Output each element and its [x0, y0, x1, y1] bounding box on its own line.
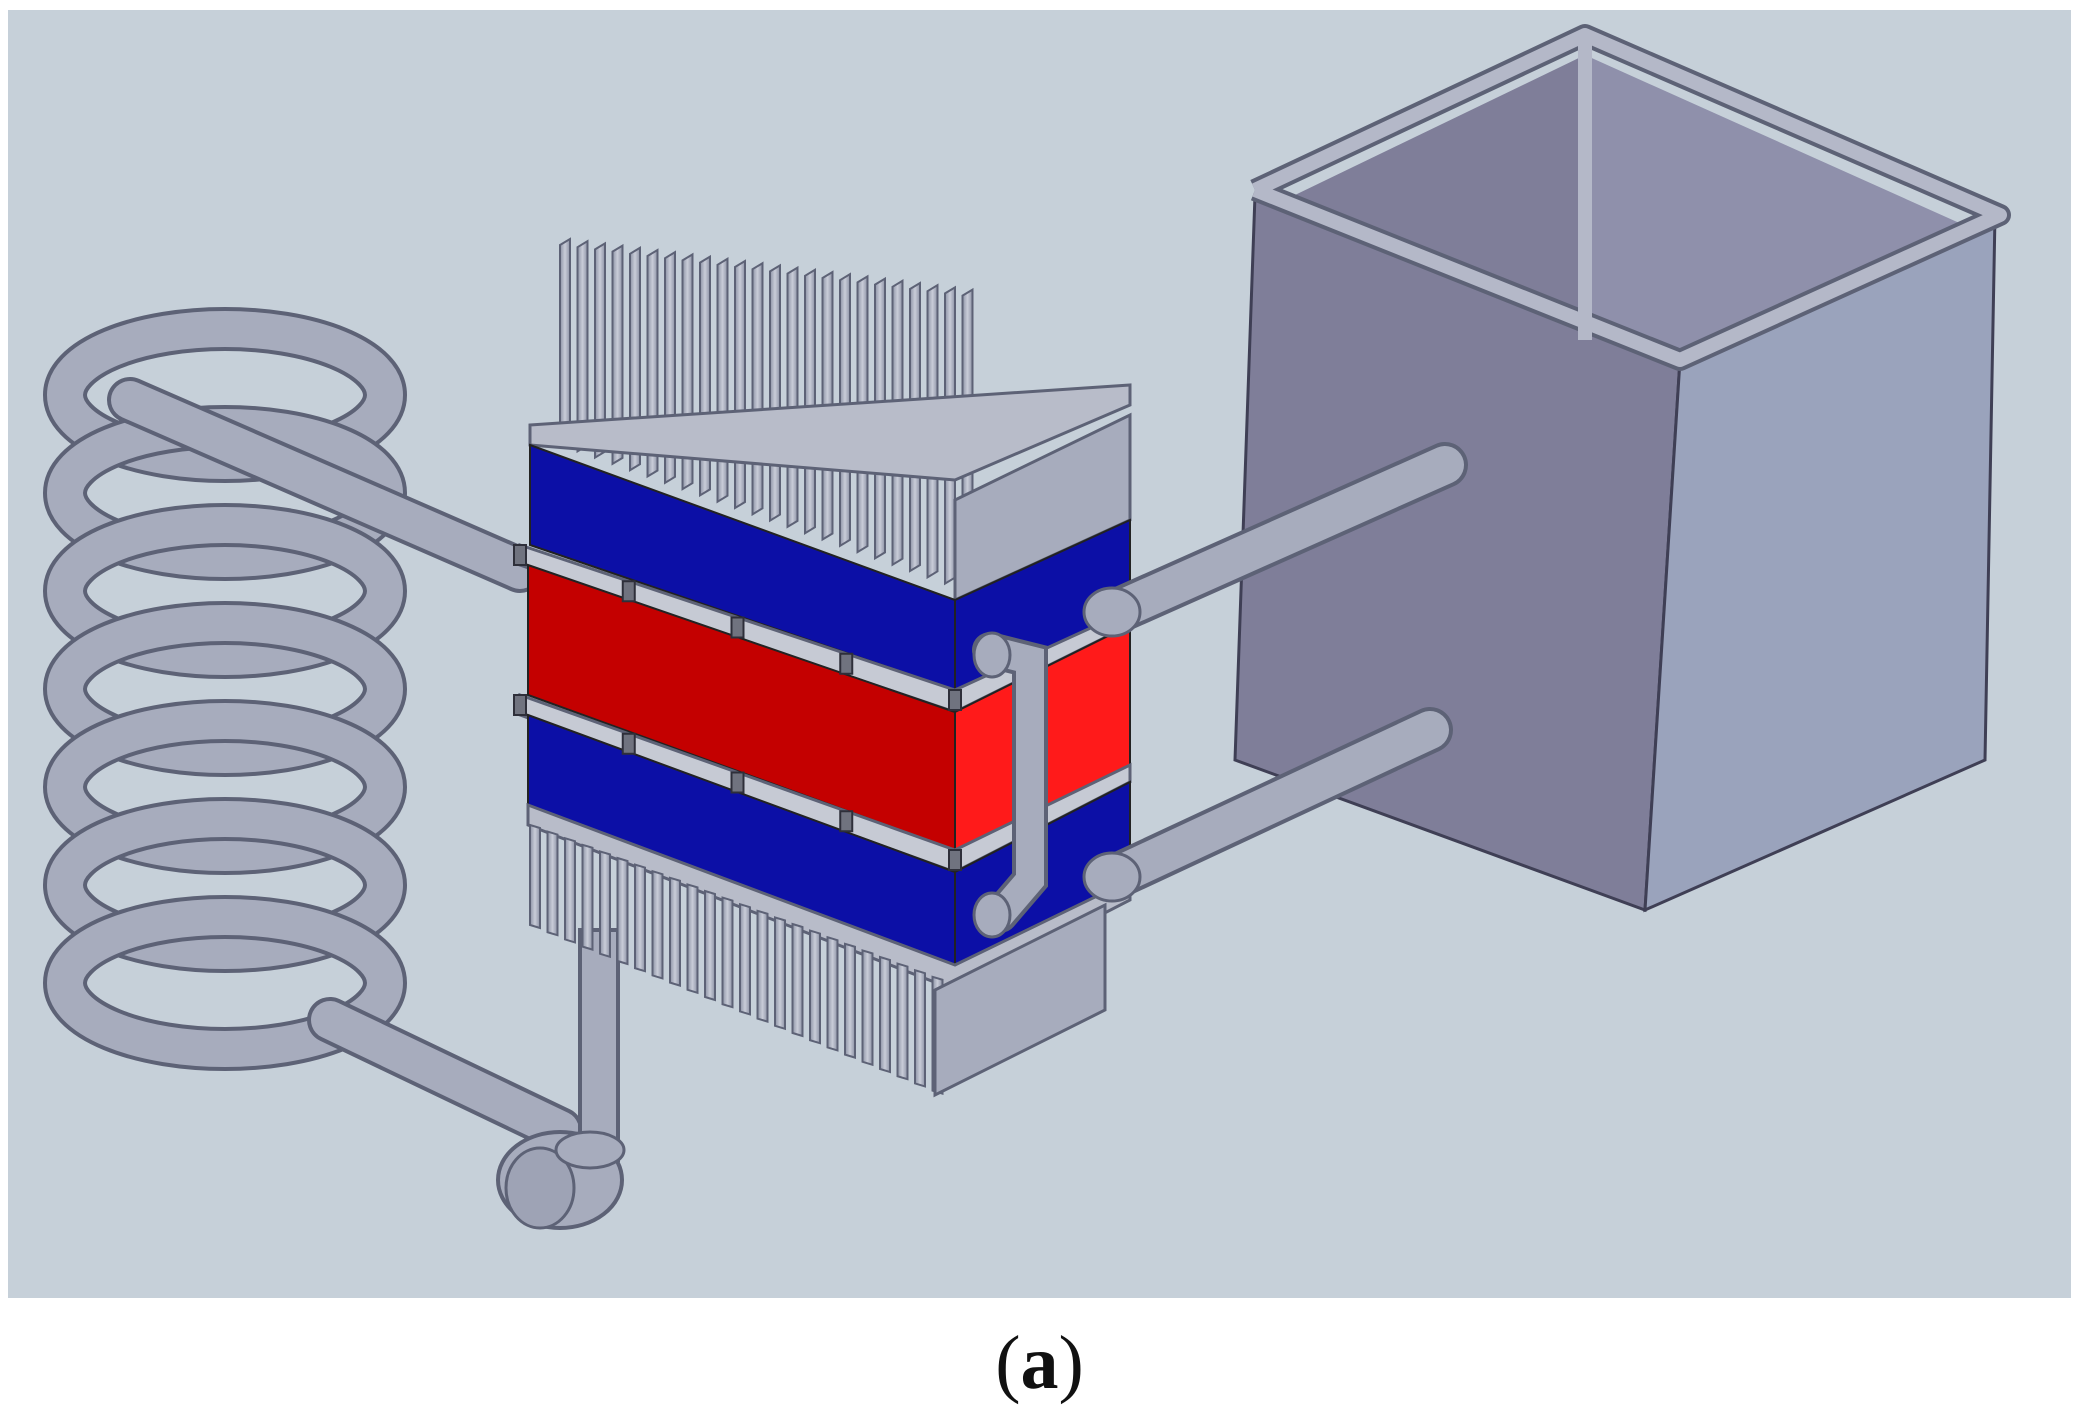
bolt — [839, 652, 854, 675]
fin-bottom — [669, 876, 681, 987]
fin-bottom — [546, 830, 559, 937]
fin-top — [751, 261, 764, 517]
fin-bottom — [529, 823, 541, 930]
fin-top — [611, 243, 624, 466]
coil-heat-exchanger-icon — [43, 307, 583, 1153]
caption-open-paren: ( — [995, 1321, 1021, 1405]
fin-top — [559, 237, 571, 447]
fin-bottom — [739, 902, 751, 1016]
fin-bottom — [774, 916, 786, 1031]
fin-bottom — [756, 909, 769, 1023]
bolt — [621, 580, 636, 603]
fin-top — [804, 268, 816, 535]
fin-bottom — [581, 843, 594, 951]
fin-bottom — [791, 922, 804, 1038]
water-tank-icon — [1233, 24, 2011, 913]
coil-turn — [43, 601, 407, 777]
bolt — [948, 689, 962, 711]
bolt — [730, 616, 745, 639]
bolt — [621, 732, 636, 755]
fin-top — [734, 259, 746, 510]
bolt — [513, 544, 527, 566]
fin-bottom — [914, 968, 926, 1088]
fin-bottom — [599, 850, 611, 959]
fin-top — [786, 265, 799, 529]
fin-bottom — [896, 962, 909, 1081]
fin-bottom — [879, 955, 891, 1074]
caption-letter: a — [1020, 1321, 1059, 1405]
tank-supply-pipes — [1082, 442, 1468, 903]
stack-connector-pipe — [972, 631, 1048, 939]
fin-bottom — [634, 863, 646, 973]
heat-sink-bottom — [529, 823, 1107, 1098]
caption-close-paren: ) — [1058, 1321, 1084, 1405]
coil-turn — [43, 699, 407, 875]
fin-top — [629, 246, 641, 472]
fin-top — [716, 257, 729, 504]
fin-bottom — [704, 889, 716, 1002]
fin-bottom — [721, 896, 734, 1009]
fin-bottom — [809, 929, 821, 1045]
fin-bottom — [616, 856, 629, 966]
fin-bottom — [651, 869, 664, 980]
bolt — [948, 849, 962, 871]
figure-caption: (a) — [0, 1318, 2079, 1408]
fin-bottom — [844, 942, 856, 1059]
coil-turn — [43, 895, 407, 1071]
fin-bottom — [564, 836, 576, 944]
fin-top — [769, 263, 781, 523]
coil-turn — [43, 797, 407, 973]
fin-bottom — [826, 935, 839, 1052]
pipe-icon — [496, 928, 626, 1230]
bolt — [513, 694, 527, 716]
fin-bottom — [861, 949, 874, 1067]
bolt — [839, 810, 854, 833]
coil-turn — [43, 503, 407, 679]
fin-bottom — [686, 883, 699, 995]
bolt — [730, 771, 745, 794]
